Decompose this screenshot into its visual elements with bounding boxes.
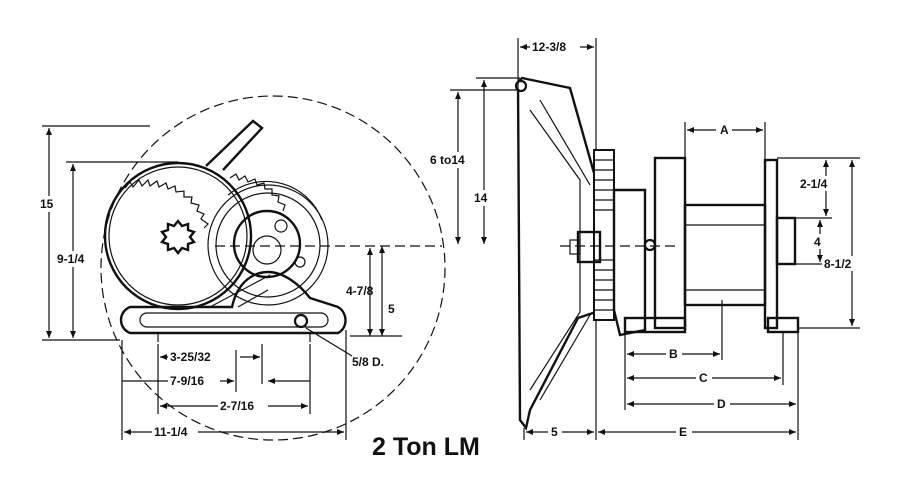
dim-4: 4 (814, 235, 821, 249)
main-gear (103, 161, 253, 311)
dim-4-7-8: 4-7/8 (346, 284, 374, 298)
drawing-caption: 2 Ton LM (372, 433, 480, 461)
gear-teeth (124, 178, 209, 229)
pinion (232, 209, 302, 279)
dim-9-1-4: 9-1/4 (57, 252, 85, 266)
drum-outer (207, 184, 329, 306)
dim-c: C (699, 371, 708, 385)
dim-5-side: 5 (551, 425, 558, 439)
dim-3-25-32: 3-25/32 (170, 350, 211, 364)
front-dimensions: 15 9-1/4 4-7/8 5 5/8 D. 3-25/32 7-9/16 2… (38, 125, 402, 440)
front-view (100, 95, 446, 441)
dim-a: A (720, 123, 729, 137)
dim-d: D (717, 397, 726, 411)
drum-frame (653, 156, 687, 330)
base-plate (119, 270, 347, 335)
dim-2-1-4: 2-1/4 (800, 177, 828, 191)
side-dimensions: 12-3/8 6 to14 14 A B C D (428, 38, 864, 440)
dim-14: 14 (474, 191, 488, 205)
side-gear (593, 149, 615, 321)
spline-hub (159, 219, 197, 255)
dim-e: E (679, 425, 687, 439)
dim-15: 15 (40, 197, 54, 211)
dim-5-8-d: 5/8 D. (352, 355, 384, 369)
dim-b: B (669, 347, 678, 361)
dim-8-1-2: 8-1/2 (824, 257, 852, 271)
dim-6-to-14: 6 to14 (430, 153, 465, 167)
dim-2-7-16: 2-7/16 (220, 399, 254, 413)
handle-arm (516, 76, 598, 431)
dim-5-front: 5 (388, 302, 395, 316)
dim-12-3-8: 12-3/8 (532, 40, 566, 54)
crank-handle (205, 119, 264, 171)
dim-11-1-4: 11-1/4 (154, 425, 188, 439)
dim-7-9-16: 7-9/16 (170, 374, 204, 388)
handle-swing-circle (100, 95, 446, 441)
